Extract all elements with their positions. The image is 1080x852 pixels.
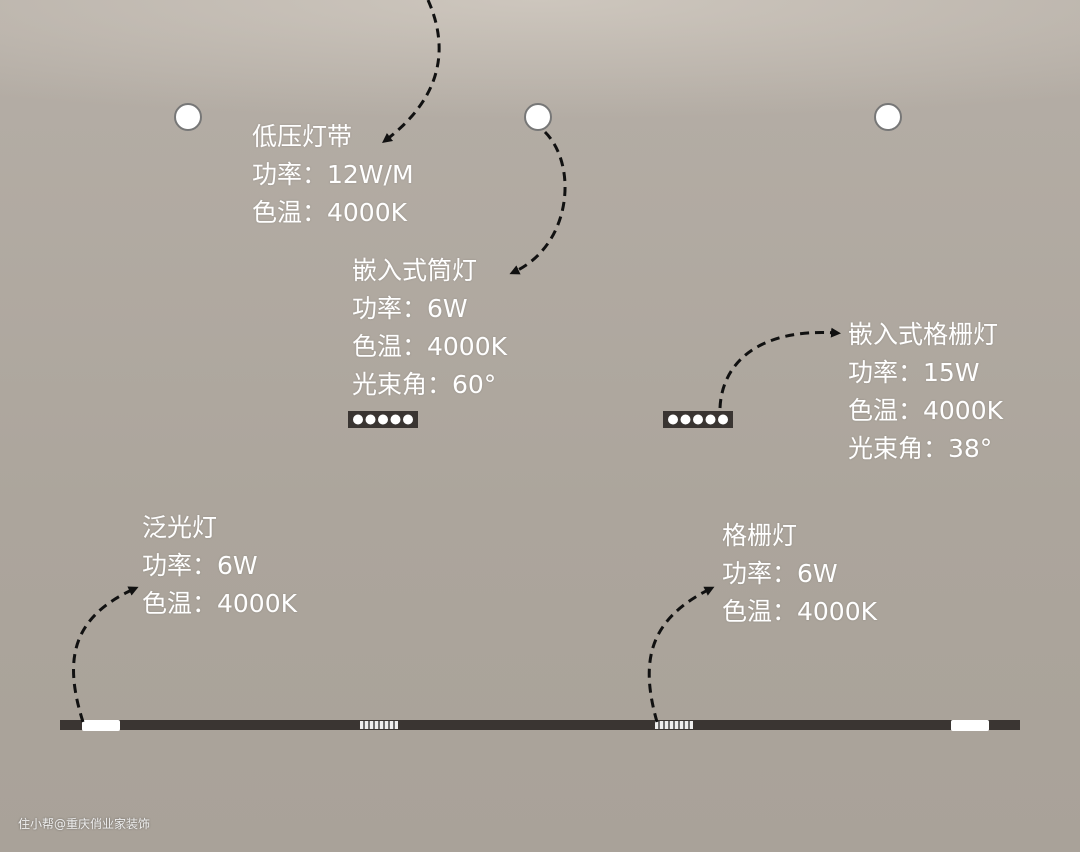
downlight-circles (174, 103, 902, 131)
recessed-grille-light-2 (663, 411, 733, 428)
recessed-grille-light-1 (348, 411, 418, 428)
downlight-beam: 光束角：60° (352, 370, 497, 399)
strip-name: 低压灯带 (252, 122, 353, 151)
downlight-power: 功率：6W (352, 294, 468, 323)
arrow-strip (382, 0, 441, 144)
arrow-grille (647, 586, 715, 723)
track-grille-1 (360, 721, 398, 729)
recessed-grille-name: 嵌入式格栅灯 (848, 320, 999, 349)
arrow-floodlight (72, 586, 139, 723)
floodlight-right (951, 720, 989, 731)
floodlight-left (82, 720, 120, 731)
label-floodlight: 泛光灯 功率：6W 色温：4000K (142, 509, 297, 623)
grille-power: 功率：6W (722, 559, 838, 588)
arrow-recessed-grille (718, 327, 841, 409)
grille-name: 格栅灯 (722, 521, 798, 550)
downlight-3 (874, 103, 902, 131)
grille-cct: 色温：4000K (722, 597, 878, 626)
label-strip: 低压灯带 功率：12W/M 色温：4000K (252, 118, 414, 232)
downlight-name: 嵌入式筒灯 (352, 256, 478, 285)
strip-power: 功率：12W/M (252, 160, 414, 189)
label-downlight: 嵌入式筒灯 功率：6W 色温：4000K 光束角：60° (352, 252, 507, 404)
label-recessed-grille: 嵌入式格栅灯 功率：15W 色温：4000K 光束角：38° (848, 316, 1003, 468)
recessed-grille-beam: 光束角：38° (848, 434, 993, 463)
floodlight-name: 泛光灯 (142, 513, 218, 542)
pointer-arrows (72, 0, 841, 723)
strip-cct: 色温：4000K (252, 198, 408, 227)
floodlight-cct: 色温：4000K (142, 589, 298, 618)
label-grille: 格栅灯 功率：6W 色温：4000K (722, 517, 877, 631)
recessed-grille-cct: 色温：4000K (848, 396, 1004, 425)
magnetic-track (60, 720, 1020, 731)
recessed-grille-power: 功率：15W (848, 358, 980, 387)
track-grille-2 (655, 721, 693, 729)
floodlight-power: 功率：6W (142, 551, 258, 580)
downlight-2 (524, 103, 552, 131)
downlight-cct: 色温：4000K (352, 332, 508, 361)
downlight-1 (174, 103, 202, 131)
arrow-downlight (509, 130, 567, 275)
watermark: 住小帮@重庆俏业家装饰 (18, 817, 151, 831)
